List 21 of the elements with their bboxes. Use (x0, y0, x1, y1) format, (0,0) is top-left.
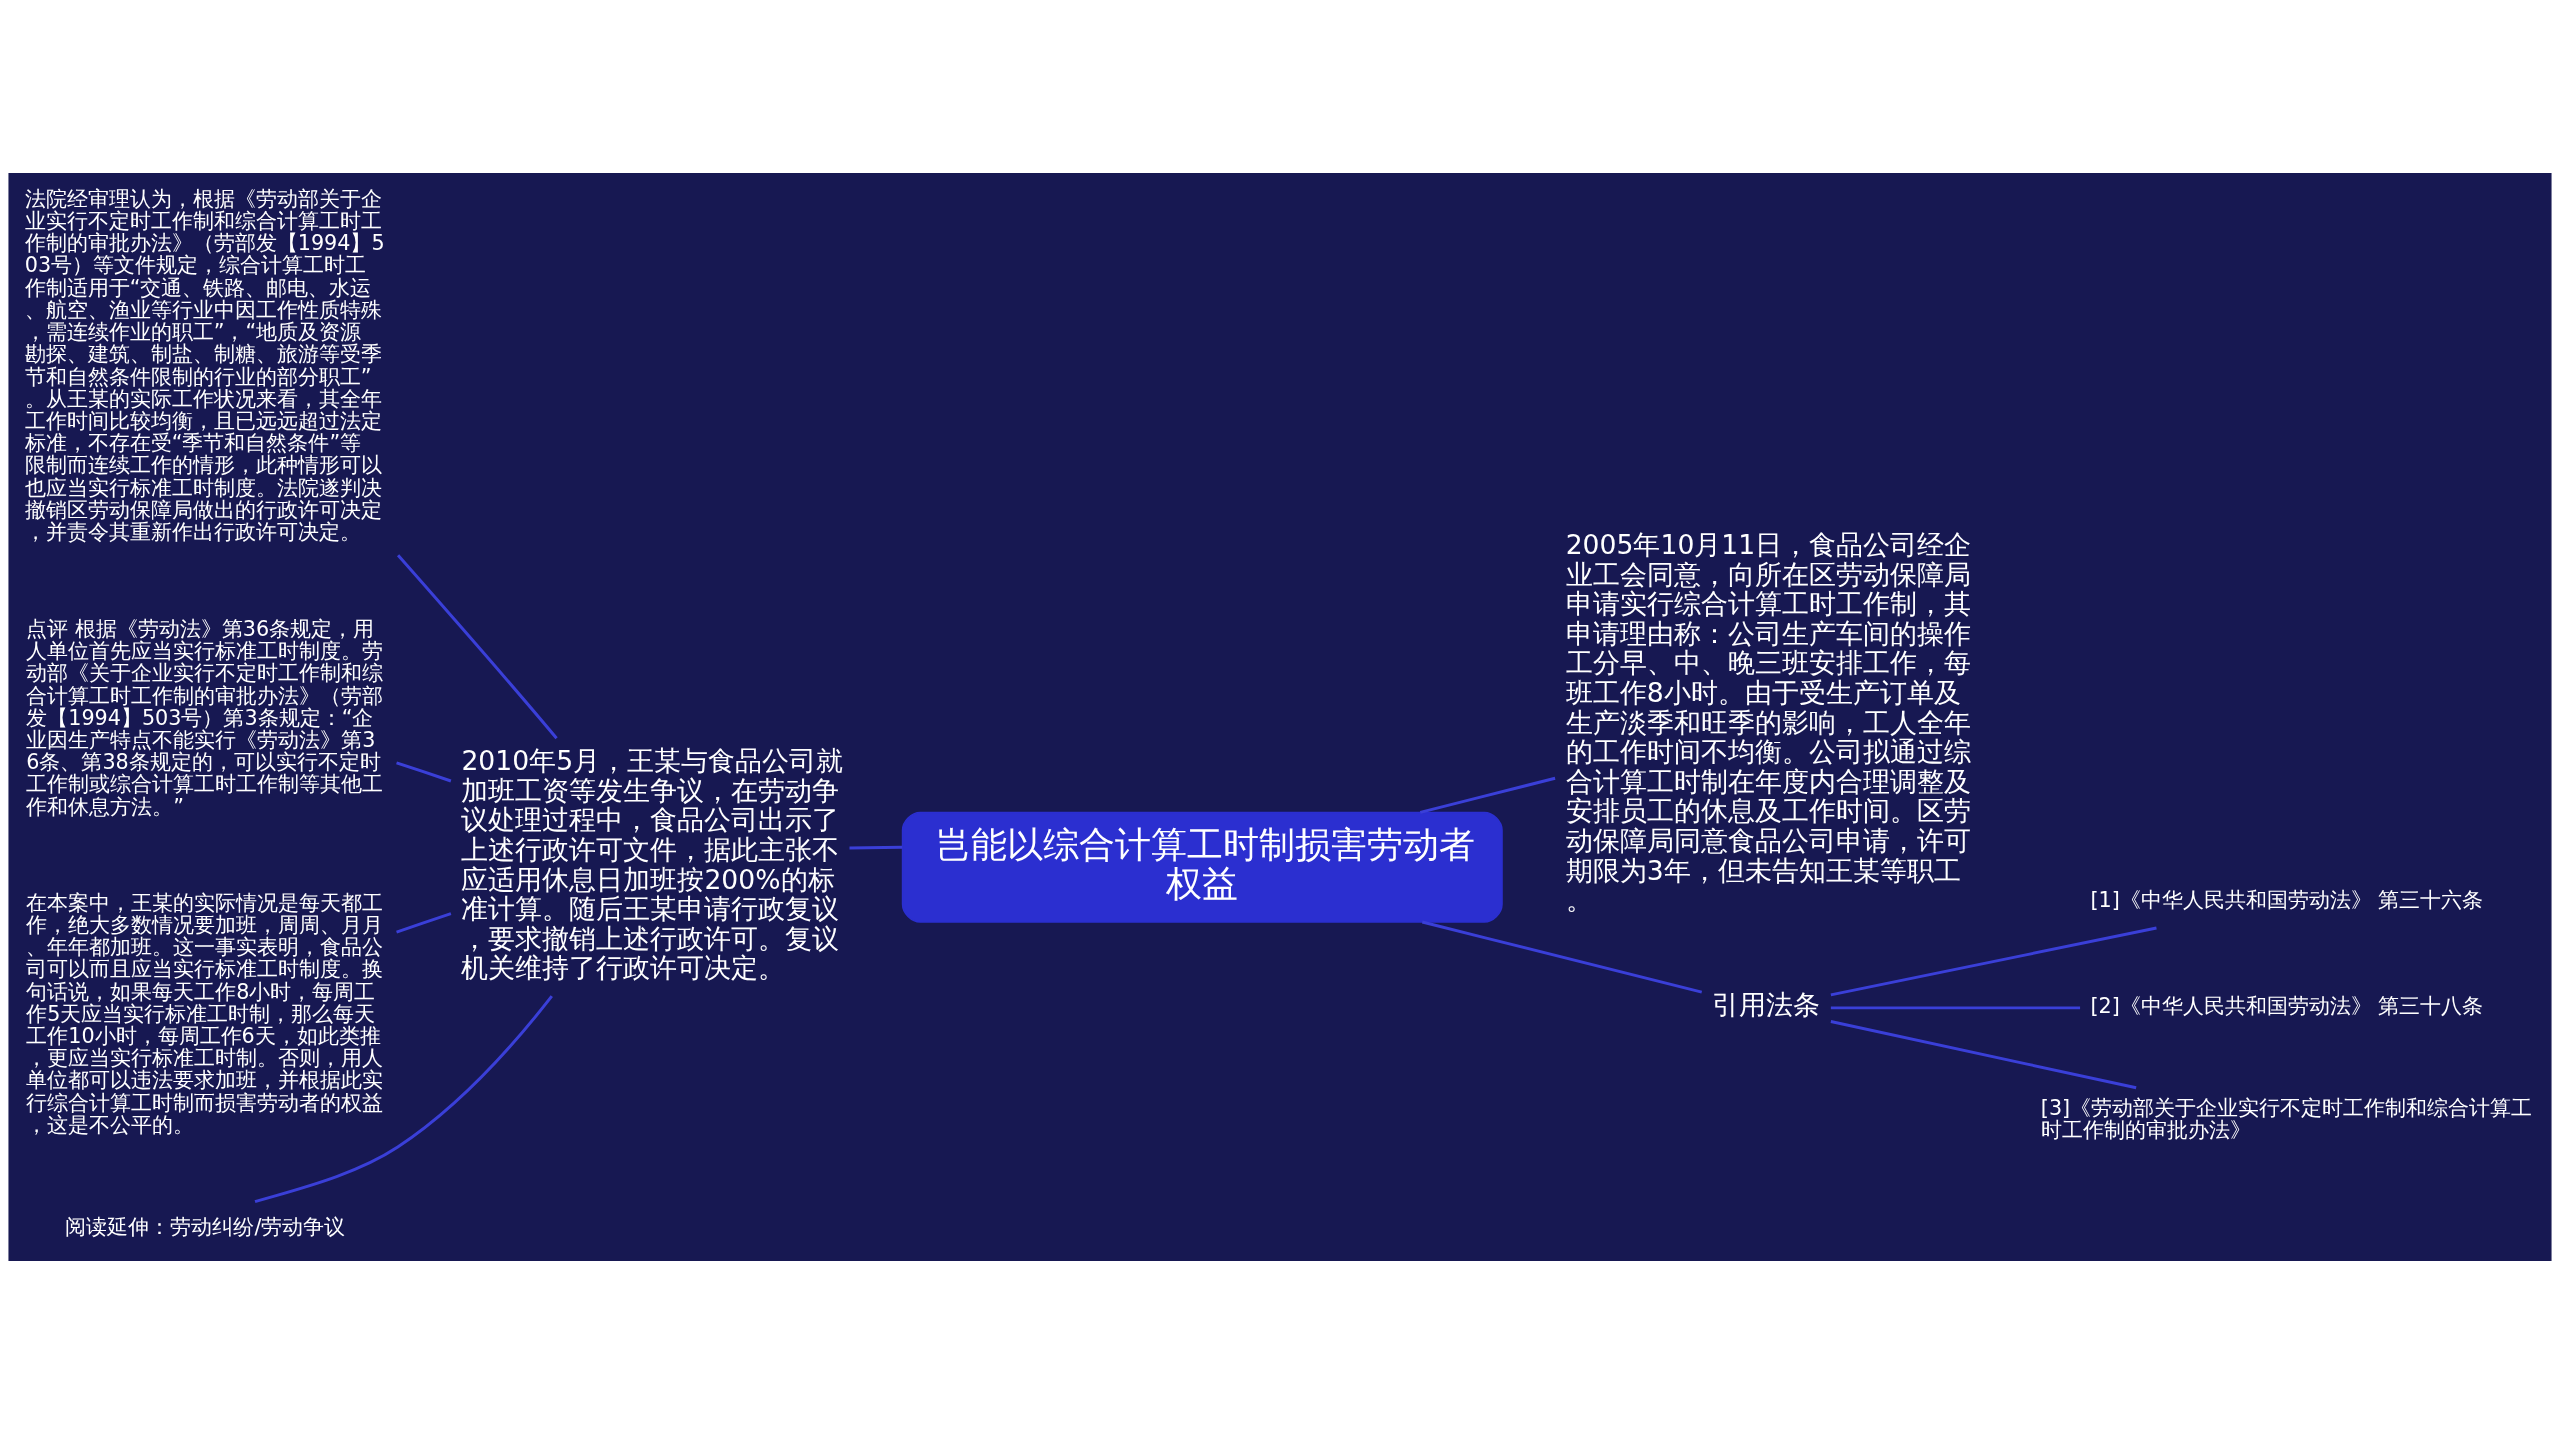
connector (254, 994, 553, 1203)
connector (849, 845, 903, 849)
connector (396, 911, 452, 933)
connector (1830, 1019, 2137, 1089)
connector (1830, 926, 2157, 996)
connector (396, 760, 452, 782)
node-text: 在本案中，王某的实际情况是每天都工作，绝大多数情况要加班，周周、月月、年年都加班。这一事实表明，食品公司可以而且应当实行标准工时制度。换句话说，如果每天工作8小时，每周工作5天应当实行标准工时制，那么每天工作10小时，每周工作6天，如此类推，更应当实行标准工时制。否则，用人单位都可以违法要求加班，并根据此实行综合计算工时制而损害劳动者的权益，这是不公平的。 (26, 890, 384, 1137)
connector (396, 553, 558, 739)
node-text: 法院经审理认为，根据《劳动部关于企业实行不定时工作制和综合计算工时工作制的审批办法》（劳部发【1994】503号）等文件规定，综合计算工时工作制适用于“交通、铁路、邮电、水运、航空、渔业等行业中因工作性质特殊，需连续作业的职工”，“地质及资源勘探、建筑、制盐、制糖、旅游等受季节和自然条件限制的行业的部分职工”。从王某的实际工作状况来看，其全年工作时间比较均衡，且已远远超过法定标准，不存在受“季节和自然条件”等限制而连续工作的情形，此种情形可以也应当实行标准工时制度。法院遂判决撤销区劳动保障局做出的行政许可决定，并责令其重新作出行政许可决定。 (24, 186, 385, 544)
node-box: 岂能以综合计算工时制损害劳动者权益 (901, 811, 1503, 923)
node-text: 2005年10月11日，食品公司经企业工会同意，向所在区劳动保障局申请实行综合计算工时工作制，其申请理由称：公司生产车间的操作工分早、中、晚三班安排工作，每班工作8小时。由于受生产订单及生产淡季和旺季的影响，工人全年的工作时间不均衡。公司拟通过综合计算工时制在年度内合理调整及安排员工的休息及工作时间。区劳动保障局同意食品公司申请，许可期限为3年，但未告知王某等职工。 (1565, 528, 1972, 915)
connector (1421, 920, 1703, 993)
connector (1830, 1005, 2081, 1009)
node-text: 点评 根据《劳动法》第36条规定，用人单位首先应当实行标准工时制度。劳动部《关于企业实行不定时工作制和综合计算工时工作制的审批办法》（劳部发【1994】503号）第3条规定：“企业因生产特点不能实行《劳动法》第36条、第38条规定的，可以实行不定时工作制或综合计算工时工作制等其他工作和休息方法。” (26, 616, 384, 819)
node-text: 2010年5月，王某与食品公司就加班工资等发生争议，在劳动争议处理过程中，食品公司出示了上述行政许可文件，据此主张不应适用休息日加班按200%的标准计算。随后王某申请行政复议，要求撤销上述行政许可。复议机关维持了行政许可决定。 (461, 744, 844, 983)
node-text: [1]《中华人民共和国劳动法》 第三十六条 (2090, 887, 2484, 912)
connector (1419, 776, 1556, 814)
node-text: [2]《中华人民共和国劳动法》 第三十八条 (2090, 993, 2484, 1018)
node-text: 引用法条 (1712, 988, 1821, 1020)
node-text: [3]《劳动部关于企业实行不定时工作制和综合计算工时工作制的审批办法》 (2040, 1095, 2533, 1142)
node-text: 阅读延伸：劳动纠纷/劳动争议 (65, 1214, 346, 1239)
